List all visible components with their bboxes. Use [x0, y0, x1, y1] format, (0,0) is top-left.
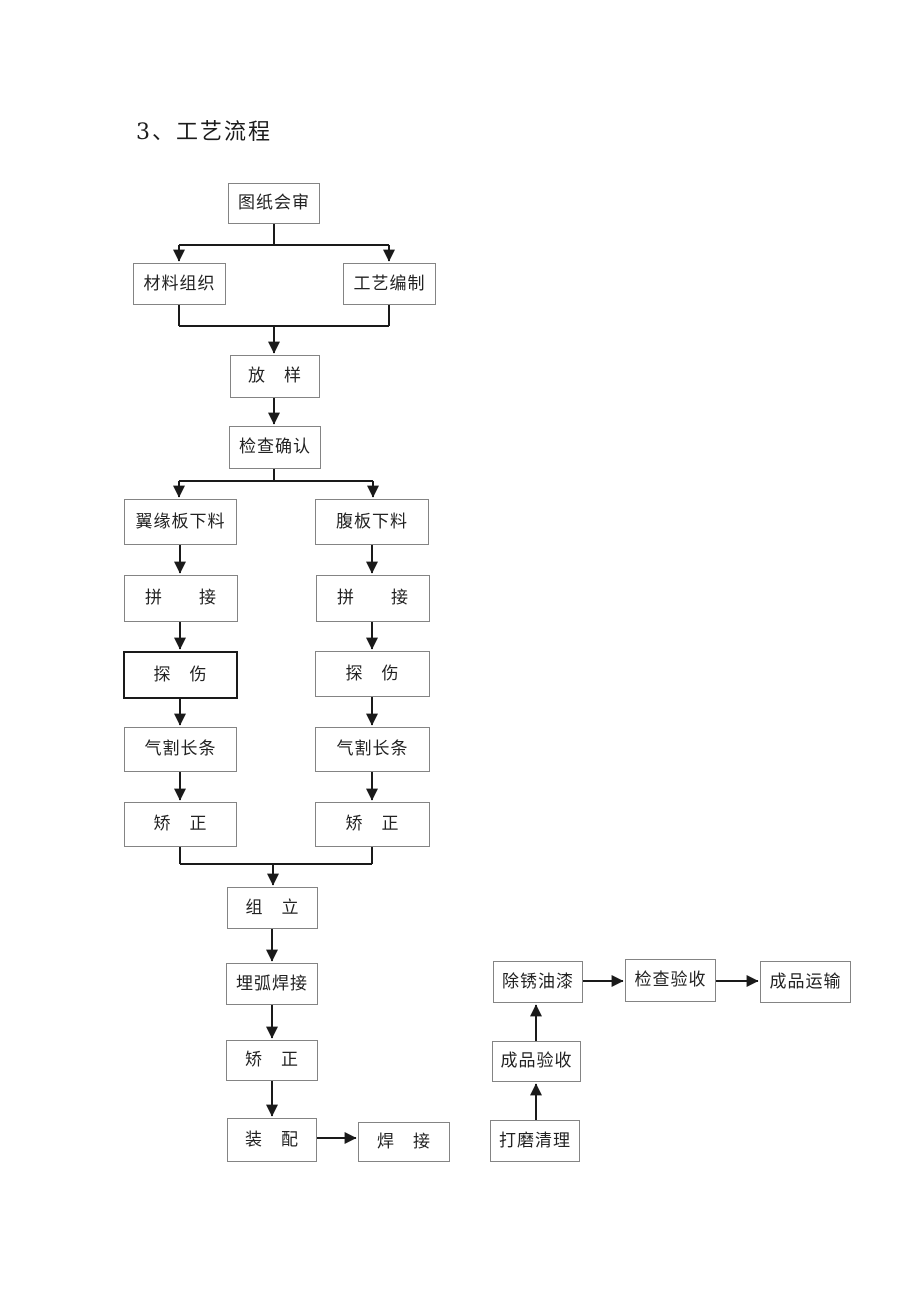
- flow-node-splicing-left: 拼 接: [124, 575, 238, 622]
- flow-node-derusting-painting: 除锈油漆: [493, 961, 583, 1003]
- flow-node-straightening-right: 矫 正: [315, 802, 430, 847]
- flow-node-product-transport: 成品运输: [760, 961, 851, 1003]
- flow-node-splicing-right: 拼 接: [316, 575, 430, 622]
- flow-node-drawing-review: 图纸会审: [228, 183, 320, 224]
- flow-node-gas-cutting-right: 气割长条: [315, 727, 430, 772]
- flow-node-product-acceptance: 成品验收: [492, 1041, 581, 1082]
- flow-node-material-organization: 材料组织: [133, 263, 226, 305]
- flow-node-gas-cutting-left: 气割长条: [124, 727, 237, 772]
- flow-node-welding: 焊 接: [358, 1122, 450, 1162]
- flow-node-flaw-detection-left: 探 伤: [123, 651, 238, 699]
- flow-node-inspection-acceptance: 检查验收: [625, 959, 716, 1002]
- flow-node-flaw-detection-right: 探 伤: [315, 651, 430, 697]
- flow-node-flange-plate-cutting: 翼缘板下料: [124, 499, 237, 545]
- flow-node-assembly: 组 立: [227, 887, 318, 929]
- flow-node-straightening-final: 矫 正: [226, 1040, 318, 1081]
- flow-node-lofting: 放 样: [230, 355, 320, 398]
- flow-node-submerged-arc-welding: 埋弧焊接: [226, 963, 318, 1005]
- section-title: 3、工艺流程: [136, 120, 272, 145]
- flow-node-process-preparation: 工艺编制: [343, 263, 436, 305]
- flow-node-inspection-confirm: 检查确认: [229, 426, 321, 469]
- flow-node-grinding-cleanup: 打磨清理: [490, 1120, 580, 1162]
- flow-node-straightening-left: 矫 正: [124, 802, 237, 847]
- flow-node-fitting: 装 配: [227, 1118, 317, 1162]
- flow-node-web-plate-cutting: 腹板下料: [315, 499, 429, 545]
